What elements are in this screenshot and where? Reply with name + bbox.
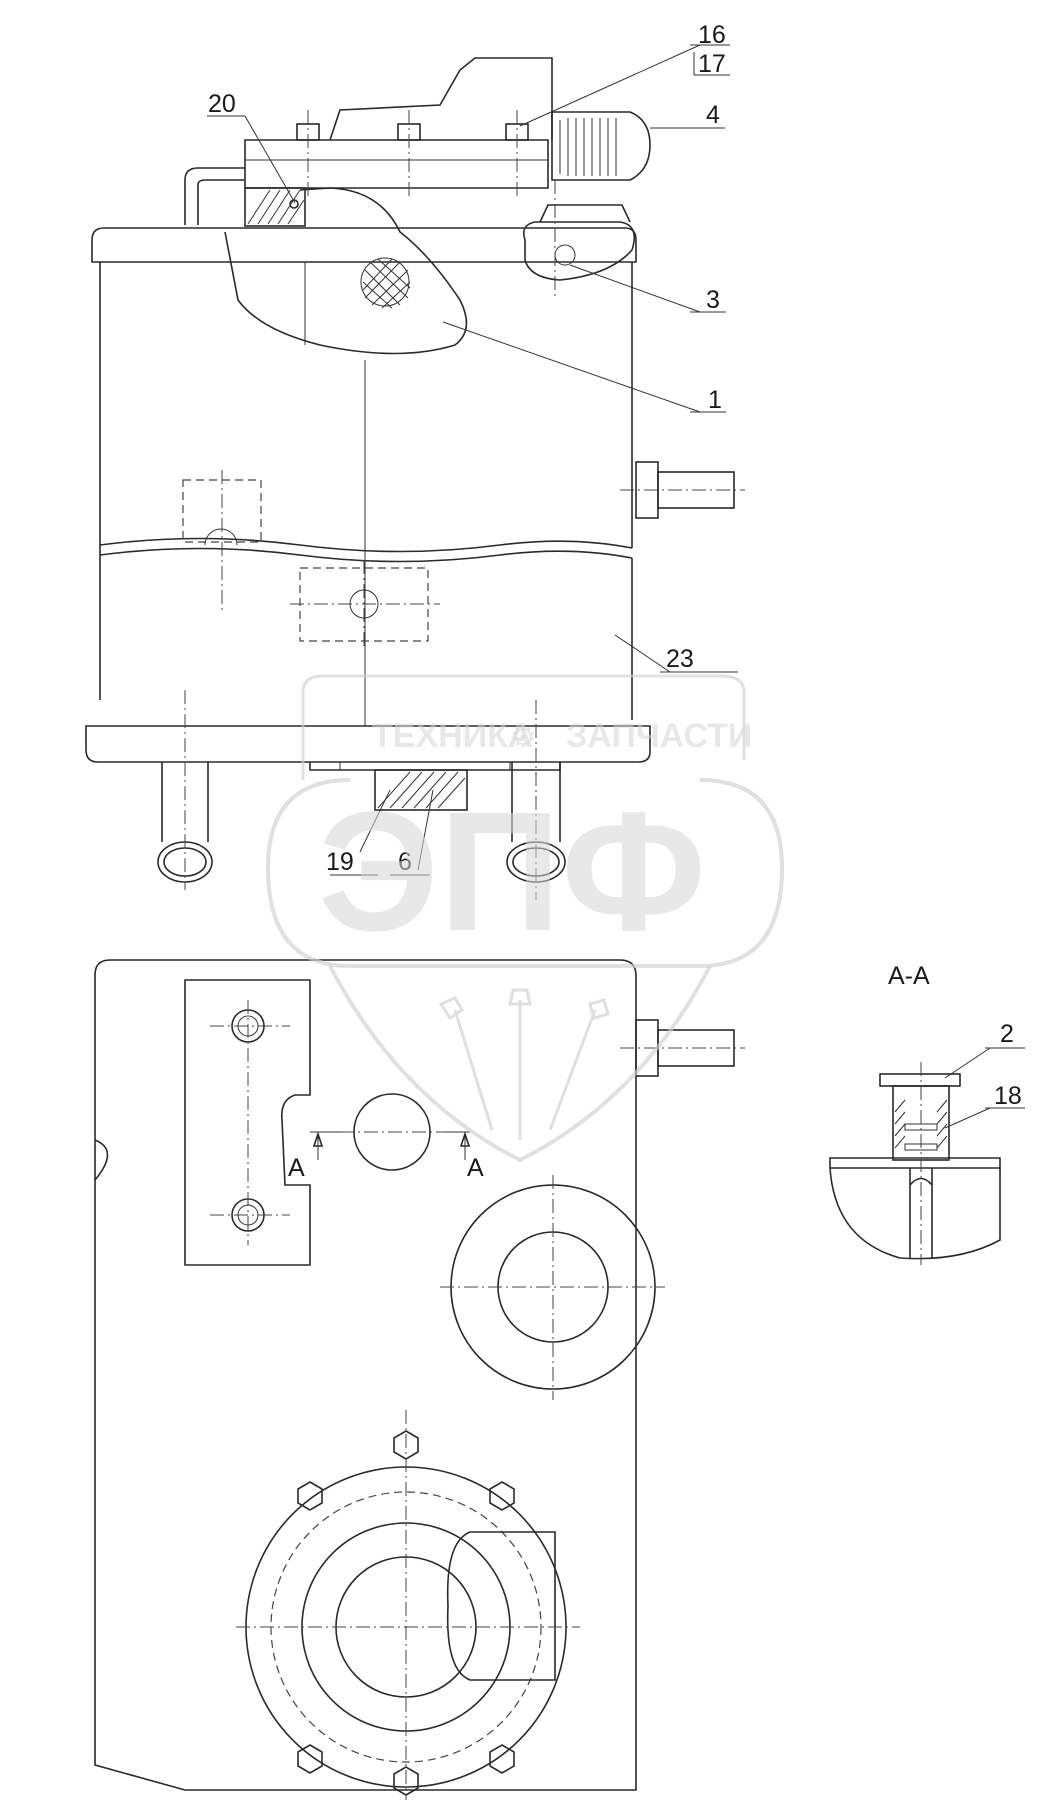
watermark-logo-text: ЭПФ (318, 777, 706, 967)
section-marker-right: А (467, 1154, 484, 1182)
callout-3: 3 (706, 286, 720, 314)
callout-4: 4 (706, 101, 720, 129)
tank-front-view (94, 959, 745, 1800)
callout-6: 6 (398, 848, 412, 876)
tank-side-view (85, 44, 745, 900)
callout-2: 2 (1000, 1020, 1014, 1048)
callout-20: 20 (208, 90, 236, 118)
watermark-text-right: ЗАПЧАСТИ (566, 717, 752, 755)
section-a-a (829, 1047, 1025, 1265)
section-title: А-А (888, 962, 930, 990)
callout-1: 1 (708, 386, 722, 414)
watermark-gear-icon: ⚙ (510, 720, 537, 755)
callout-23: 23 (666, 645, 694, 673)
callout-19: 19 (326, 848, 354, 876)
callout-17: 17 (698, 50, 726, 78)
watermark (265, 674, 785, 1163)
watermark-text-left: ТЕХНИКА (372, 717, 532, 755)
section-marker-left: А (288, 1154, 305, 1182)
callout-16: 16 (698, 21, 726, 49)
callout-18: 18 (994, 1082, 1022, 1110)
